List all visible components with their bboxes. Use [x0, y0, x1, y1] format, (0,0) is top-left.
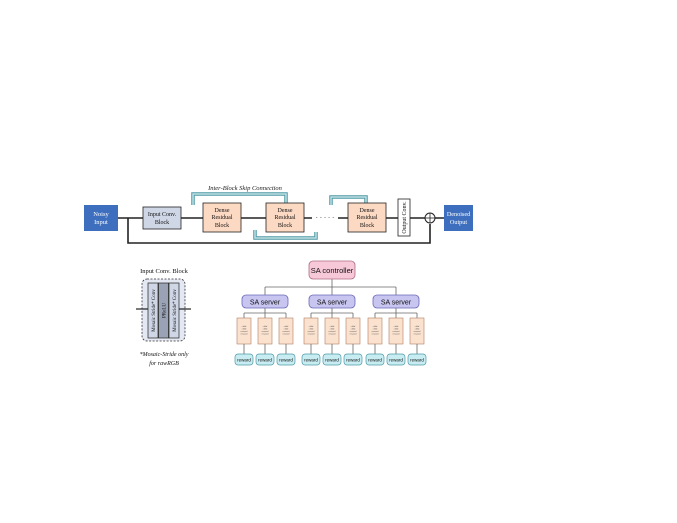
- sa-worker-text: child: [373, 329, 378, 331]
- sa-worker-text: child: [330, 329, 335, 331]
- reward-box: [276, 353, 296, 366]
- sa-worker-text: child: [309, 326, 314, 328]
- reward-label: reward: [368, 358, 382, 363]
- sa-worker-text: child: [284, 329, 289, 331]
- denoised-output-line-2: Output: [450, 219, 467, 226]
- sa-worker-text: reward: [393, 330, 400, 333]
- footnote-line-1: *Mosaic-Stride only: [140, 352, 189, 358]
- sa-worker-text: reward: [350, 333, 357, 336]
- dense-residual-block-1: [202, 202, 242, 233]
- sa-worker-text: reward: [283, 330, 290, 333]
- reward-label: reward: [279, 358, 293, 363]
- sa-worker-text: child: [309, 329, 314, 331]
- reward-label: reward: [346, 358, 360, 363]
- global-skip-line: [127, 218, 431, 244]
- dense-block-2-line-1: Dense: [278, 208, 293, 214]
- reward-label: reward: [237, 358, 251, 363]
- output-conv-label: Output Conv.: [402, 201, 408, 234]
- noisy-input-line-2: Input: [94, 219, 108, 226]
- input-conv-block: [142, 206, 182, 230]
- sa-worker-text: child: [415, 326, 420, 328]
- sa-server-label: SA server: [250, 300, 281, 307]
- detail-layer-1-label: Mosaic Stride* Conv: [152, 289, 157, 332]
- reward-label: reward: [304, 358, 318, 363]
- dense-block-2-line-2: Residual: [275, 215, 296, 221]
- sa-worker-text: reward: [241, 333, 248, 336]
- denoised-output-box: [444, 205, 473, 231]
- sa-worker-text: child: [394, 329, 399, 331]
- sa-server-label: SA server: [317, 300, 348, 307]
- dense-block-1-line-2: Residual: [212, 215, 233, 221]
- sa-worker-text: reward: [329, 330, 336, 333]
- sa-controller-label: SA controller: [311, 266, 354, 275]
- sa-worker-text: reward: [393, 333, 400, 336]
- sa-worker-text: reward: [414, 330, 421, 333]
- detail-layer-2-label: PReLU: [163, 303, 168, 318]
- detail-layer-3-label: Mosaic Stride* Conv: [173, 289, 178, 332]
- reward-label: reward: [389, 358, 403, 363]
- detail-layer-3: [168, 282, 180, 339]
- reward-box: [386, 353, 406, 366]
- ellipsis: · · · · ·: [316, 214, 335, 222]
- dense-block-2-line-3: Block: [278, 223, 292, 229]
- detail-title: Input Conv. Block: [140, 268, 189, 275]
- reward-box: [322, 353, 342, 366]
- dense-block-1-line-3: Block: [215, 223, 229, 229]
- reward-box: [234, 353, 254, 366]
- noisy-input-box: [84, 205, 118, 231]
- sa-worker-text: child: [242, 329, 247, 331]
- dense-block-n-line-3: Block: [360, 223, 374, 229]
- dense-residual-block-n: [347, 202, 387, 233]
- sa-worker-text: reward: [372, 333, 379, 336]
- sa-worker-text: reward: [308, 333, 315, 336]
- dense-residual-block-2: [265, 202, 305, 233]
- skip-connection-label: Inter-Block Skip Connection: [207, 185, 282, 192]
- sa-worker-text: reward: [329, 333, 336, 336]
- sa-worker-text: child: [351, 329, 356, 331]
- sa-worker-text: child: [284, 326, 289, 328]
- reward-box: [255, 353, 275, 366]
- sa-controller-box: [308, 260, 356, 280]
- reward-label: reward: [410, 358, 424, 363]
- sa-worker-text: reward: [414, 333, 421, 336]
- sa-worker-text: child: [242, 326, 247, 328]
- reward-box: [407, 353, 427, 366]
- sa-worker-text: child: [394, 326, 399, 328]
- sa-worker-text: reward: [262, 333, 269, 336]
- input-conv-line-1: Input Conv.: [148, 212, 177, 218]
- dense-block-1-line-1: Dense: [215, 208, 230, 214]
- sa-worker-text: child: [330, 326, 335, 328]
- reward-box: [343, 353, 363, 366]
- dense-block-n-line-2: Residual: [357, 215, 378, 221]
- sa-worker-text: reward: [308, 330, 315, 333]
- reward-label: reward: [325, 358, 339, 363]
- dense-block-n-line-1: Dense: [360, 208, 375, 214]
- reward-box: [365, 353, 385, 366]
- sa-tree: SA controller SA serverchildchildrewardr…: [234, 260, 427, 366]
- sa-worker-text: reward: [241, 330, 248, 333]
- footnote-line-2: for rawRGB: [149, 360, 179, 367]
- sa-worker-text: reward: [283, 333, 290, 336]
- reward-label: reward: [258, 358, 272, 363]
- output-conv-block: [397, 198, 411, 237]
- denoised-output-line-1: Denoised: [447, 211, 471, 218]
- sa-worker-text: child: [373, 326, 378, 328]
- sa-server-label: SA server: [381, 300, 412, 307]
- sa-worker-text: reward: [372, 330, 379, 333]
- detail-layer-2: [158, 282, 169, 339]
- input-conv-line-2: Block: [155, 220, 169, 226]
- sa-worker-text: reward: [262, 330, 269, 333]
- reward-box: [301, 353, 321, 366]
- sa-worker-text: child: [351, 326, 356, 328]
- noisy-input-line-1: Noisy: [93, 211, 109, 218]
- sa-worker-text: child: [415, 329, 420, 331]
- sa-worker-text: reward: [350, 330, 357, 333]
- sa-worker-text: child: [263, 329, 268, 331]
- sa-worker-text: child: [263, 326, 268, 328]
- detail-layer-1: [147, 282, 159, 339]
